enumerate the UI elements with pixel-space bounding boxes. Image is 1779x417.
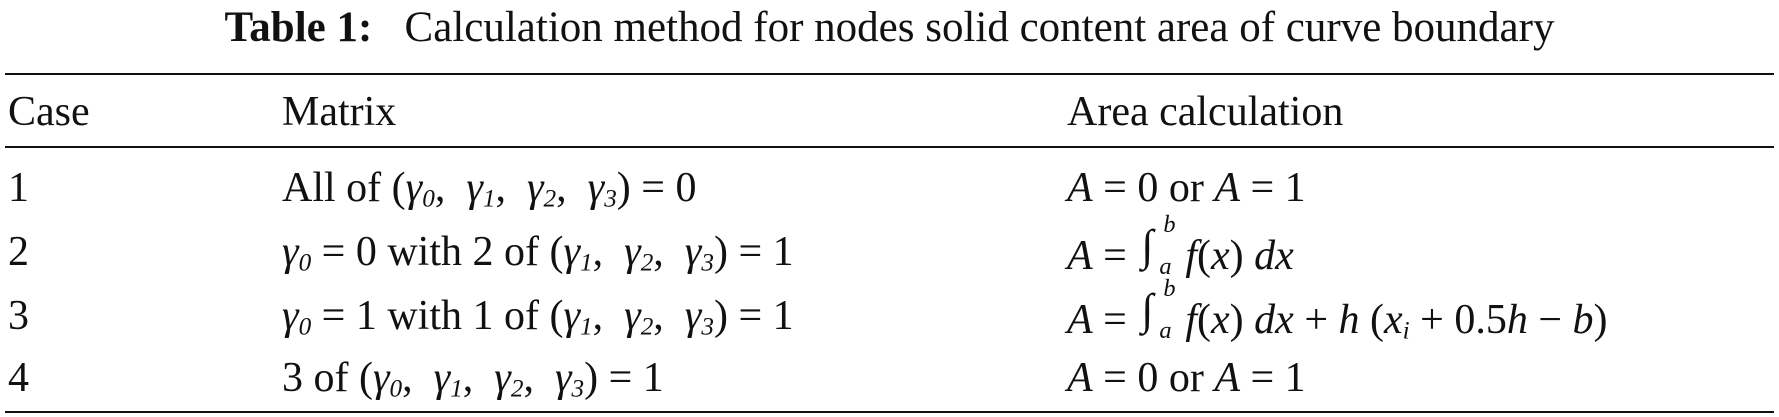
- table-header-rule: [5, 146, 1774, 148]
- row-3-matrix: γ0 = 1 with 1 of (γ1, γ2, γ3) = 1: [282, 293, 794, 341]
- header-area: Area calculation: [1067, 89, 1344, 135]
- row-2-case: 2: [8, 229, 29, 275]
- row-1-matrix: All of (γ0, γ1, γ2, γ3) = 0: [282, 165, 697, 213]
- row-3-case: 3: [8, 293, 29, 339]
- row-4-matrix: 3 of (γ0, γ1, γ2, γ3) = 1: [282, 355, 664, 403]
- caption-label: Table 1:: [224, 4, 373, 51]
- table-top-rule: [5, 73, 1774, 75]
- row-4-case: 4: [8, 355, 29, 401]
- table-bottom-rule: [5, 411, 1774, 413]
- row-1-area: A = 0 or A = 1: [1067, 165, 1306, 211]
- caption-text: Calculation method for nodes solid conte…: [404, 4, 1555, 51]
- header-matrix: Matrix: [282, 89, 397, 135]
- row-1-case: 1: [8, 165, 29, 211]
- row-2-matrix: γ0 = 0 with 2 of (γ1, γ2, γ3) = 1: [282, 229, 794, 277]
- row-4-area: A = 0 or A = 1: [1067, 355, 1306, 401]
- header-case: Case: [8, 89, 90, 135]
- table-caption: Table 1: Calculation method for nodes so…: [0, 2, 1779, 54]
